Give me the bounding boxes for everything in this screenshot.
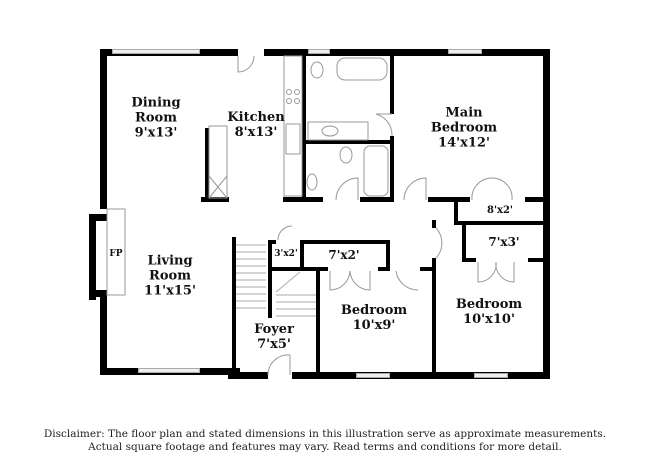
wall-kitchen-island — [205, 128, 209, 200]
wall-closet7x2-top — [300, 240, 390, 244]
wall-bottom-foyer-left — [228, 372, 268, 379]
label-main-bedroom: Main Bedroom 14'x12' — [431, 106, 497, 151]
label-foyer: Foyer 7'x5' — [254, 322, 294, 352]
disclaimer: Disclaimer: The floor plan and stated di… — [0, 428, 650, 454]
bedroom3-dims: 10'x10' — [463, 312, 515, 327]
wall-closet3-left — [268, 240, 272, 318]
wall-closet3-bottom — [268, 267, 318, 271]
disclaimer-line-1: Disclaimer: The floor plan and stated di… — [43, 428, 607, 440]
wall-closet7x2-right — [386, 240, 390, 270]
main-bedroom-name: Main — [445, 105, 483, 121]
window-bed3 — [474, 373, 508, 378]
dining-name: Dining — [131, 95, 181, 111]
kitchen-name: Kitchen — [227, 110, 285, 125]
bedroom2-dims: 10'x9' — [352, 318, 396, 333]
wall-bed2-left — [316, 267, 320, 375]
living-name: Living — [147, 253, 193, 269]
dining-dims: 9'x13' — [134, 125, 178, 141]
wall-kitchen-bottom-a — [201, 197, 229, 202]
label-closet-small: 3'x2' — [274, 249, 298, 259]
wall-left-upper — [100, 49, 107, 209]
wall-closet8-left — [454, 197, 458, 223]
label-fireplace: FP — [109, 249, 123, 259]
living-name-2: Room — [149, 268, 191, 284]
label-kitchen: Kitchen 8'x13' — [227, 110, 284, 140]
wall-bottom-right — [292, 372, 550, 379]
label-bedroom3: Bedroom 10'x10' — [456, 297, 522, 327]
wall-bed2-top-b — [378, 267, 390, 271]
main-bedroom-dims: 14'x12' — [438, 135, 490, 151]
label-closet-main: 8'x2' — [486, 205, 514, 216]
dining-name-2: Room — [135, 110, 177, 126]
window-main-bed — [448, 49, 482, 54]
wall-fp-bump-bottom — [89, 290, 107, 297]
window-dining — [112, 49, 200, 54]
wall-closet7x3-left — [462, 225, 466, 261]
label-living: Living Room 11'x15' — [144, 254, 196, 299]
main-bedroom-name-2: Bedroom — [430, 120, 498, 136]
window-bed2 — [356, 373, 390, 378]
wall-closet7x3-bottom-a — [462, 258, 476, 262]
wall-bath-divider — [302, 140, 392, 144]
label-dining: Dining Room 9'x13' — [131, 96, 180, 141]
wall-main-bottom-a — [428, 197, 470, 202]
living-dims: 11'x15' — [144, 283, 196, 299]
wall-main-bottom-b — [525, 197, 550, 202]
foyer-dims: 7'x5' — [257, 337, 291, 352]
wall-bath-right — [390, 54, 394, 114]
disclaimer-line-2: Actual square footage and features may v… — [88, 441, 562, 453]
wall-closet7x3-bottom-b — [528, 258, 550, 262]
window-bath — [308, 49, 330, 54]
wall-bath-bottom — [360, 197, 394, 202]
label-closet-bed3: 7'x3' — [488, 235, 520, 249]
wall-left-lower — [100, 290, 107, 374]
foyer-name: Foyer — [254, 322, 294, 337]
kitchen-dims: 8'x13' — [234, 125, 278, 140]
wall-bed3-left — [432, 258, 436, 376]
wall-fp-bump — [89, 214, 96, 300]
wall-kitchen-right — [302, 54, 306, 200]
wall-right — [543, 49, 550, 379]
wall-bath-right2 — [390, 136, 394, 200]
bedroom2-name: Bedroom — [340, 303, 408, 318]
wall-closet7x2-left — [300, 240, 304, 270]
bedroom3-name: Bedroom — [455, 297, 523, 312]
wall-stair-left — [232, 237, 236, 375]
wall-bed2-top-c — [420, 267, 436, 271]
label-bedroom2: Bedroom 10'x9' — [341, 303, 407, 333]
label-closet-hall: 7'x2' — [328, 248, 360, 262]
wall-closet3-top — [268, 240, 276, 244]
wall-hall-right-a — [432, 220, 436, 228]
wall-fp-bump-top — [89, 214, 107, 221]
wall-closet8-bottom — [454, 221, 550, 225]
wall-top-mid — [264, 49, 548, 56]
window-living — [138, 368, 200, 373]
wall-bed2-top-a — [316, 267, 328, 271]
